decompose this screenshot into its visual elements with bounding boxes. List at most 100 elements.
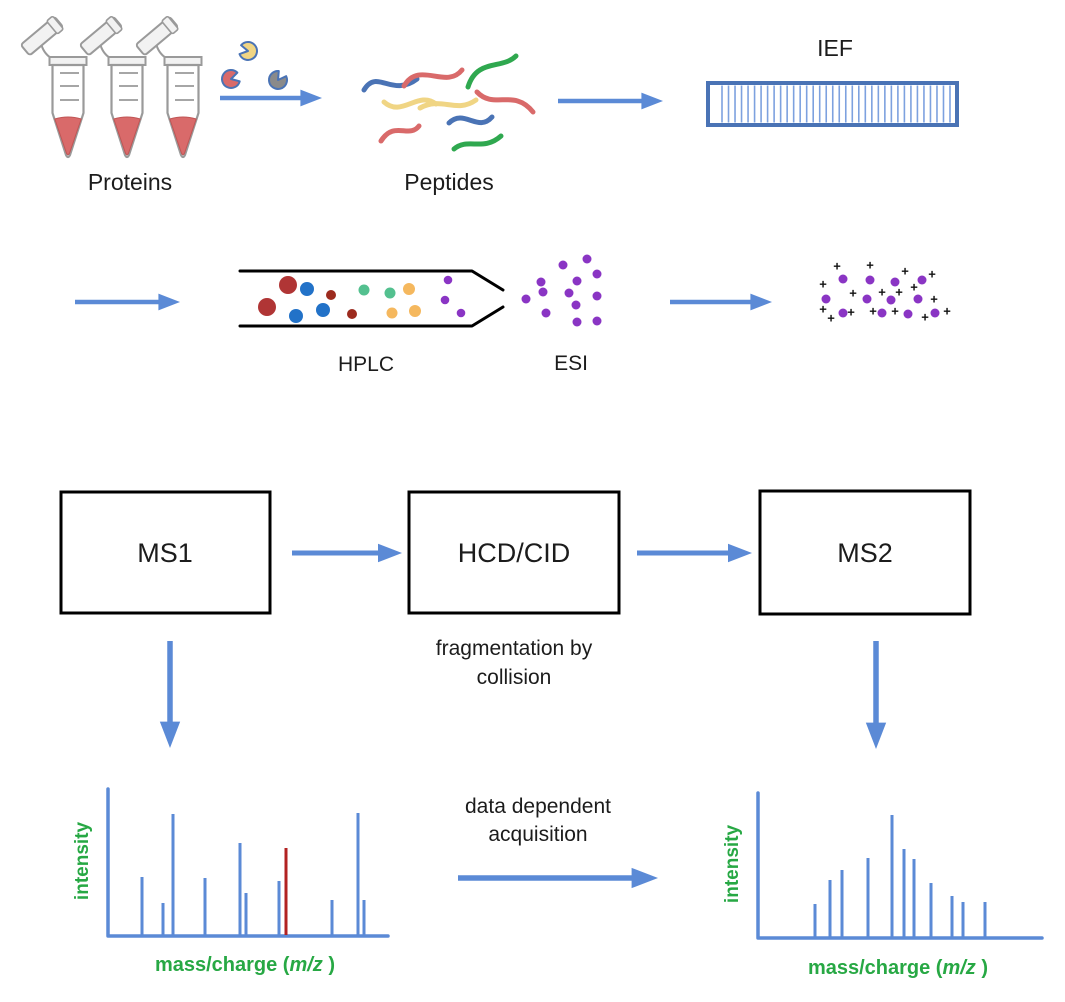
protease-enzyme-icons bbox=[221, 41, 288, 90]
flow-arrow-head bbox=[750, 293, 772, 311]
esi-droplet-spray bbox=[521, 254, 602, 327]
analyte-dot bbox=[289, 309, 303, 323]
peptides-label: Peptides bbox=[404, 169, 494, 195]
ionized-peptide-cloud: +++++++++++++++++ bbox=[819, 258, 951, 326]
microcentrifuge-tube-icon bbox=[18, 14, 88, 159]
peptide-squiggle bbox=[401, 67, 465, 89]
esi-droplet-dot bbox=[536, 277, 546, 287]
peptide-squiggle bbox=[465, 53, 519, 90]
fragmentation-caption-line2: collision bbox=[477, 666, 552, 689]
microcentrifuge-tube-icon bbox=[77, 14, 147, 159]
plus-charge-icon: + bbox=[878, 285, 886, 300]
ms2-intensity-axis-label: intensity bbox=[722, 825, 743, 904]
plus-charge-icon: + bbox=[833, 259, 841, 274]
analyte-dot bbox=[443, 275, 453, 285]
peptide-squiggle bbox=[446, 114, 495, 126]
dda-caption-line2: acquisition bbox=[488, 823, 587, 846]
hplc-column-top-wall bbox=[238, 269, 505, 292]
ms2-spectrum bbox=[756, 791, 1044, 940]
flow-arrow-head bbox=[158, 293, 180, 311]
esi-droplet-dot bbox=[572, 276, 582, 286]
esi-droplet-dot bbox=[521, 294, 531, 304]
esi-droplet-dot bbox=[538, 287, 548, 297]
ief-label: IEF bbox=[817, 35, 853, 61]
ms2-mz-axis-label: mass/charge (m/z ) bbox=[808, 957, 988, 979]
analyte-dot bbox=[300, 282, 314, 296]
peptide-squiggle bbox=[417, 97, 479, 111]
ms2-label: MS2 bbox=[837, 538, 893, 568]
ion-dot bbox=[913, 294, 923, 304]
spectrum-axes bbox=[106, 787, 390, 938]
ion-dot bbox=[865, 275, 875, 285]
flow-arrow-head bbox=[641, 92, 663, 110]
ion-dot bbox=[862, 294, 872, 304]
analyte-dot bbox=[279, 276, 297, 294]
analyte-dot bbox=[403, 283, 415, 295]
plus-charge-icon: + bbox=[930, 292, 938, 307]
protein-sample-tubes bbox=[18, 14, 203, 159]
esi-droplet-dot bbox=[571, 300, 581, 310]
ms1-mz-axis-label: mass/charge (m/z ) bbox=[155, 954, 335, 976]
enzyme-gray-icon bbox=[268, 70, 288, 90]
analyte-dot bbox=[326, 290, 336, 300]
analyte-dot bbox=[316, 303, 330, 317]
ms1-spectrum bbox=[106, 787, 390, 938]
enzyme-yellow-icon bbox=[238, 41, 258, 61]
ms1-intensity-axis-label: intensity bbox=[72, 822, 93, 901]
flow-arrow-head bbox=[728, 543, 752, 563]
plus-charge-icon: + bbox=[928, 267, 936, 282]
plus-charge-icon: + bbox=[910, 280, 918, 295]
ion-dot bbox=[930, 308, 940, 318]
flow-arrow-head bbox=[300, 89, 322, 107]
esi-label: ESI bbox=[554, 352, 588, 375]
esi-droplet-dot bbox=[558, 260, 568, 270]
enzyme-red-icon bbox=[221, 69, 241, 89]
analyte-dot bbox=[384, 287, 396, 299]
esi-droplet-dot bbox=[541, 308, 551, 318]
ion-dot bbox=[917, 275, 927, 285]
analyte-dot bbox=[409, 305, 421, 317]
plus-charge-icon: + bbox=[891, 304, 899, 319]
dda-caption-line1: data dependent bbox=[465, 795, 611, 818]
flow-arrow-head bbox=[159, 721, 181, 748]
analyte-dot bbox=[386, 307, 398, 319]
esi-droplet-dot bbox=[592, 291, 602, 301]
spectrum-axes bbox=[756, 791, 1044, 940]
flow-arrow-head bbox=[631, 867, 658, 889]
hplc-label: HPLC bbox=[338, 353, 394, 376]
flow-arrows bbox=[75, 89, 887, 889]
ion-dot bbox=[877, 308, 887, 318]
microcentrifuge-tube-icon bbox=[133, 14, 203, 159]
esi-droplet-dot bbox=[592, 316, 602, 326]
plus-charge-icon: + bbox=[819, 302, 827, 317]
esi-droplet-dot bbox=[564, 288, 574, 298]
plus-charge-icon: + bbox=[849, 286, 857, 301]
hplc-column-bottom-wall bbox=[238, 305, 505, 328]
plus-charge-icon: + bbox=[943, 304, 951, 319]
analyte-dot bbox=[456, 308, 466, 318]
plus-charge-icon: + bbox=[827, 311, 835, 326]
ief-strip-lanes bbox=[721, 85, 951, 123]
fragmentation-caption-line1: fragmentation by bbox=[436, 637, 593, 660]
ion-dot bbox=[886, 295, 896, 305]
peptide-squiggle bbox=[361, 76, 420, 93]
analyte-dot bbox=[358, 284, 370, 296]
peptide-squiggle bbox=[474, 89, 536, 115]
flow-arrow-head bbox=[865, 722, 887, 749]
ion-dot bbox=[903, 309, 913, 319]
ion-dot bbox=[821, 294, 831, 304]
peptide-squiggle bbox=[378, 123, 422, 144]
esi-droplet-dot bbox=[572, 317, 582, 327]
plus-charge-icon: + bbox=[819, 277, 827, 292]
plus-charge-icon: + bbox=[869, 304, 877, 319]
ion-dot bbox=[838, 274, 848, 284]
hcd-cid-box bbox=[407, 490, 621, 615]
esi-droplet-dot bbox=[582, 254, 592, 264]
esi-droplet-dot bbox=[592, 269, 602, 279]
hplc-column bbox=[238, 269, 505, 328]
ion-dot bbox=[890, 277, 900, 287]
analyte-dot bbox=[440, 295, 450, 305]
plus-charge-icon: + bbox=[866, 258, 874, 273]
